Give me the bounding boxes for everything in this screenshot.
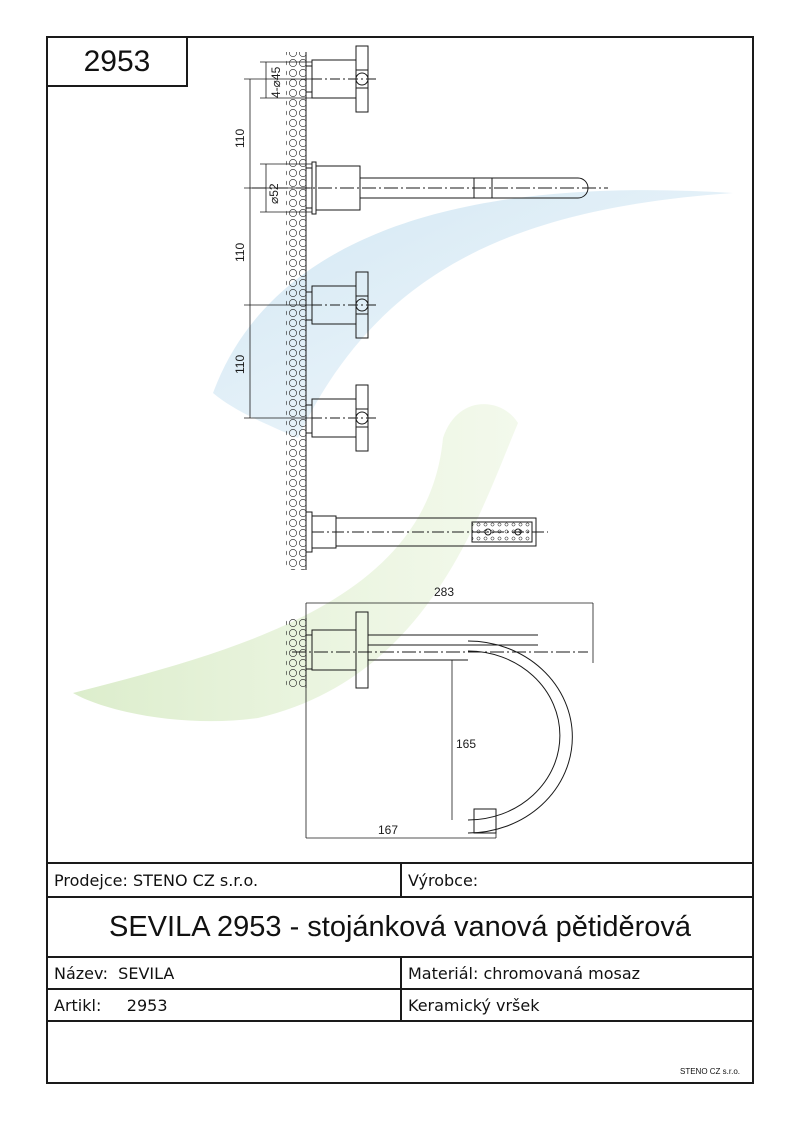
row-article: Artikl: 2953 Keramický vršek: [48, 988, 752, 1020]
material-cell: Materiál: chromovaná mosaz: [400, 958, 752, 988]
article-label: Artikl:: [54, 995, 102, 1015]
row-seller: Prodejce: STENO CZ s.r.o. Výrobce:: [48, 862, 752, 896]
top-type-cell: Keramický vršek: [400, 990, 752, 1020]
wall-section: [286, 52, 306, 570]
row-name: Název: SEVILA Materiál: chromovaná mosaz: [48, 956, 752, 988]
article-cell: Artikl: 2953: [48, 990, 400, 1020]
seller-label: Prodejce:: [54, 870, 128, 890]
article-number-box: 2953: [48, 38, 188, 87]
name-cell: Název: SEVILA: [48, 958, 400, 988]
row-title: SEVILA 2953 - stojánková vanová pětiděro…: [48, 896, 752, 956]
dim-spacing-3: 110: [233, 355, 247, 374]
name-value: SEVILA: [118, 963, 175, 983]
product-title: SEVILA 2953 - stojánková vanová pětiděro…: [109, 910, 691, 943]
wall-section-bottom: [286, 618, 306, 688]
article-value: 2953: [126, 995, 168, 1015]
manufacturer-label: Výrobce:: [408, 870, 479, 890]
seller-value: STENO CZ s.r.o.: [132, 870, 259, 890]
info-table: Prodejce: STENO CZ s.r.o. Výrobce: SEVIL…: [48, 862, 752, 1084]
seller-cell: Prodejce: STENO CZ s.r.o.: [48, 864, 400, 896]
dim-spout-height: 165: [456, 737, 476, 751]
dim-total-width: 283: [434, 585, 454, 599]
name-label: Název:: [54, 963, 108, 983]
drawing-sheet: 4-⌀45 110 ⌀52 110 110 283 165 167 2953 P…: [46, 36, 754, 1084]
spout-side-view: [292, 611, 588, 834]
handle-cross-1: [305, 45, 378, 113]
row-footer: STENO CZ s.r.o.: [48, 1020, 752, 1082]
watermark-blue-swoosh: [213, 190, 733, 438]
brand-footer: STENO CZ s.r.o.: [679, 1067, 740, 1076]
manufacturer-cell: Výrobce:: [400, 864, 752, 896]
dim-spacing-2: 110: [233, 243, 247, 262]
dim-cap-diameter: 4-⌀45: [269, 66, 283, 98]
dim-spout-reach: 167: [378, 823, 398, 837]
article-number: 2953: [83, 44, 151, 78]
technical-drawing: 4-⌀45 110 ⌀52 110 110 283 165 167: [73, 45, 733, 839]
dim-spout-diameter: ⌀52: [267, 183, 281, 204]
hand-shower: [305, 511, 548, 553]
dim-spacing-1: 110: [233, 129, 247, 148]
